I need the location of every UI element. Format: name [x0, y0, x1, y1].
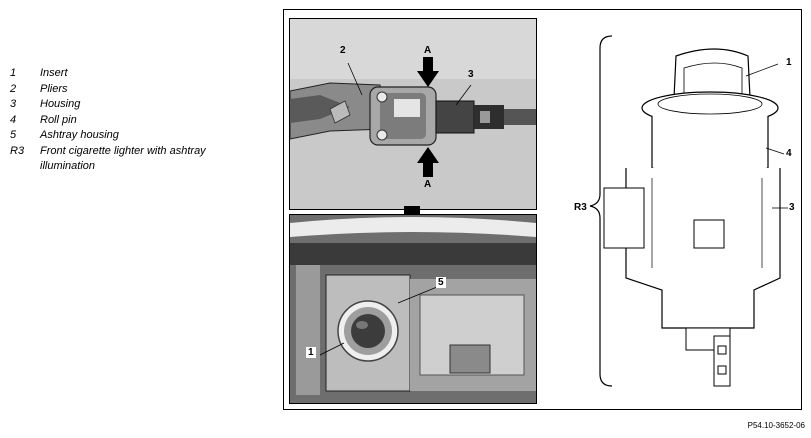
- bottom-photo: 5 1: [289, 214, 537, 404]
- callout-drawing-3: 3: [789, 202, 795, 213]
- top-photo: 2 3 A A: [289, 18, 537, 210]
- top-photo-illustration: [290, 19, 536, 209]
- callout-5: 5: [436, 277, 446, 288]
- lighter-drawing: [589, 35, 788, 387]
- legend-text: Roll pin: [40, 113, 77, 126]
- legend-row-1: 1 Insert: [10, 66, 240, 82]
- callout-drawing-r3: R3: [574, 202, 587, 213]
- legend-text: Ashtray housing: [40, 129, 119, 141]
- legend-text: Front cigarette lighter with ashtray ill…: [40, 144, 206, 173]
- legend-row-6: R3 Front cigarette lighter with ashtray …: [10, 144, 240, 175]
- legend-row-5: 5 Ashtray housing: [10, 128, 240, 144]
- legend-text: Pliers: [40, 82, 68, 95]
- legend-row-3: 3 Housing: [10, 97, 240, 113]
- reference-code: P54.10-3652-06: [747, 421, 805, 430]
- legend-code: 5: [10, 129, 17, 141]
- callout-2: 2: [340, 45, 346, 56]
- callout-a-top: A: [424, 45, 432, 56]
- legend-code: 1: [10, 67, 17, 79]
- callout-3: 3: [468, 69, 474, 80]
- legend-code: R3: [10, 144, 25, 157]
- legend: 1 Insert 2 Pliers 3 Housing 4 Roll pin 5…: [10, 66, 240, 175]
- callout-a-bottom: A: [424, 179, 432, 190]
- legend-code: 4: [10, 113, 17, 126]
- legend-row-4: 4 Roll pin: [10, 113, 240, 129]
- legend-text: Housing: [40, 98, 81, 110]
- legend-row-2: 2 Pliers: [10, 82, 240, 98]
- legend-text: Insert: [40, 67, 68, 79]
- legend-code: 3: [10, 98, 17, 110]
- callout-drawing-4: 4: [786, 148, 792, 159]
- figure-frame: 2 3 A A 5 1: [283, 9, 802, 410]
- callout-drawing-1: 1: [786, 57, 792, 68]
- bottom-photo-illustration: [290, 215, 536, 403]
- callout-1: 1: [306, 347, 316, 358]
- legend-code: 2: [10, 82, 17, 95]
